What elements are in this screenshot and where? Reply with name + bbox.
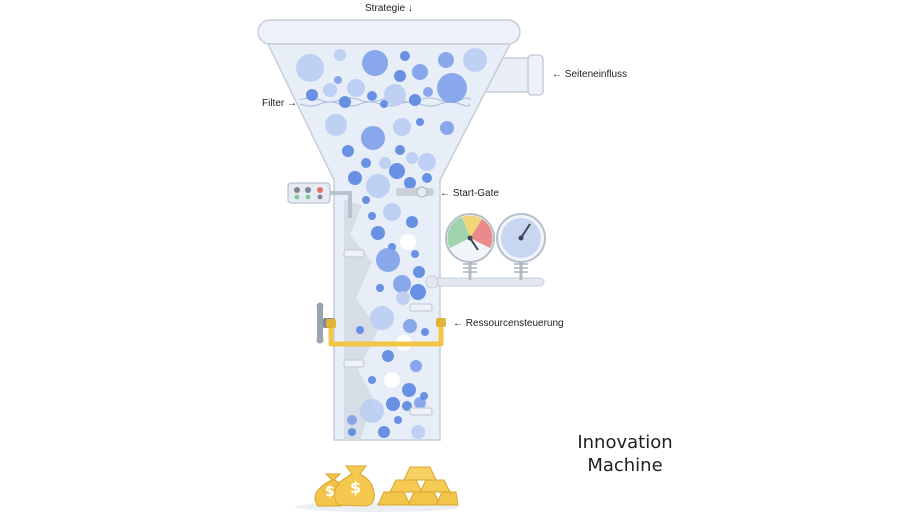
diagram-title: Innovation Machine (565, 431, 685, 477)
idea-bubble (418, 153, 436, 171)
start-gate-label: ← Start-Gate (440, 188, 499, 199)
idea-bubble (416, 118, 424, 126)
pressure-gauge-colored (445, 213, 495, 263)
idea-bubble (367, 91, 377, 101)
idea-bubble (404, 177, 416, 189)
idea-bubble (406, 216, 418, 228)
idea-bubble (306, 89, 318, 101)
idea-bubble (370, 306, 394, 330)
idea-bubble (376, 284, 384, 292)
idea-bubble (406, 152, 418, 164)
idea-bubble (437, 73, 467, 103)
idea-bubble (362, 196, 370, 204)
idea-bubble (394, 416, 402, 424)
idea-bubble (395, 145, 405, 155)
idea-bubble (422, 173, 432, 183)
resources-label: ← Ressourcensteuerung (453, 318, 564, 329)
idea-bubble (342, 145, 354, 157)
idea-bubble (400, 234, 416, 250)
idea-bubble (356, 326, 364, 334)
money-bags (314, 465, 375, 507)
idea-bubble (393, 275, 411, 293)
idea-bubble (410, 360, 422, 372)
funnel-rim (257, 19, 521, 45)
idea-bubble (402, 401, 412, 411)
idea-bubble (368, 212, 376, 220)
idea-bubble (400, 51, 410, 61)
idea-bubble (421, 328, 429, 336)
start-gate-control-panel (287, 182, 352, 218)
money-bag-dollar-icon: $ (325, 484, 335, 500)
idea-bubble (347, 415, 357, 425)
idea-bubble (440, 121, 454, 135)
idea-bubble (411, 425, 425, 439)
idea-bubble (463, 48, 487, 72)
idea-bubble (348, 428, 356, 436)
tube-inner-stream (344, 200, 378, 440)
idea-bubble (384, 84, 406, 106)
idea-bubble (325, 114, 347, 136)
side-input-label: ← Seiteneinfluss (552, 69, 628, 80)
idea-bubble (412, 64, 428, 80)
idea-bubble (382, 350, 394, 362)
idea-bubble (384, 372, 400, 388)
idea-bubble (394, 70, 406, 82)
idea-bubble (348, 171, 362, 185)
idea-bubble (378, 426, 390, 438)
idea-bubble (393, 118, 411, 136)
idea-bubble (410, 284, 426, 300)
tube-fittings (343, 249, 433, 416)
idea-bubble (371, 226, 385, 240)
idea-bubble (420, 392, 428, 400)
start-gate-bar (396, 186, 434, 198)
idea-bubble (409, 94, 421, 106)
title-line-2: Machine (587, 455, 663, 476)
idea-bubble (362, 50, 388, 76)
funnel-body (266, 43, 512, 441)
idea-bubble (339, 96, 351, 108)
idea-bubble (383, 203, 401, 221)
idea-bubble (379, 157, 391, 169)
idea-bubble (368, 376, 376, 384)
idea-bubble (411, 250, 419, 258)
idea-bubble (423, 87, 433, 97)
idea-bubbles (296, 48, 487, 439)
title-line-1: Innovation (577, 432, 673, 453)
filter-label: Filter → (262, 98, 297, 109)
idea-bubble (361, 126, 385, 150)
idea-bubble (380, 100, 388, 108)
idea-bubble (334, 49, 346, 61)
idea-bubble (334, 76, 342, 84)
idea-bubble (366, 174, 390, 198)
idea-bubble (361, 158, 371, 168)
idea-bubble (296, 54, 324, 82)
idea-bubble (402, 383, 416, 397)
idea-bubble (396, 291, 410, 305)
idea-bubble (347, 79, 365, 97)
idea-bubble (376, 248, 400, 272)
money-bag-dollar-icon: $ (350, 478, 362, 497)
idea-bubble (360, 399, 384, 423)
idea-bubble (323, 83, 337, 97)
gold-bars (377, 466, 459, 506)
resource-pipe (328, 322, 444, 347)
idea-bubble (414, 397, 426, 409)
idea-bubble (386, 397, 400, 411)
gauge-mount (425, 258, 545, 289)
idea-bubble (413, 266, 425, 278)
idea-bubble (438, 52, 454, 68)
idea-bubble (403, 319, 417, 333)
strategy-label: Strategie ↓ (365, 3, 413, 14)
pressure-gauge-blue (496, 213, 546, 263)
idea-bubble (389, 163, 405, 179)
